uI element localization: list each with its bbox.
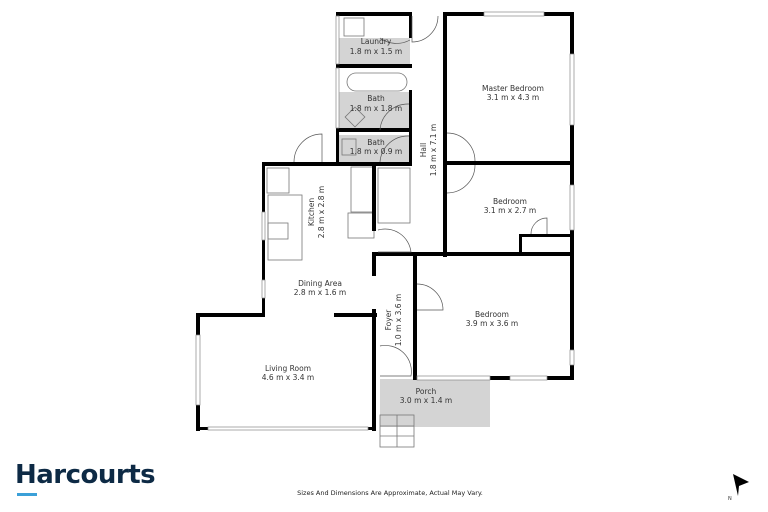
kitchen-label: Kitchen: [307, 198, 316, 226]
stove-icon: [266, 167, 290, 194]
laundry-size: 1.8 m x 1.5 m: [350, 47, 402, 56]
bedroom-size: 3.1 m x 2.7 m: [484, 206, 536, 215]
hall-label: Hall: [419, 143, 428, 157]
bathtub-icon: [346, 72, 408, 92]
foyer-label: Foyer: [384, 309, 393, 331]
laundry-label: Laundry: [361, 37, 392, 46]
walls: [196, 12, 574, 431]
harcourts-logo: Harcourts: [15, 460, 156, 490]
room-labels: Laundry 1.8 m x 1.5 m Bath 1.8 m x 1.8 m…: [262, 37, 544, 405]
windows: [195, 11, 575, 431]
bath-size: 1.8 m x 1.8 m: [350, 104, 402, 113]
master-bedroom-label: Master Bedroom: [482, 84, 544, 93]
bath-size: 1.8 m x 0.9 m: [350, 147, 402, 156]
living-room-label: Living Room: [265, 364, 311, 373]
north-label: N: [728, 496, 732, 502]
bath-label: Bath: [367, 138, 385, 147]
bedroom-label: Bedroom: [493, 197, 527, 206]
dining-label: Dining Area: [298, 279, 342, 288]
hall-size: 1.8 m x 7.1 m: [429, 124, 438, 176]
porch-fill: [380, 379, 490, 427]
toilet-icon: [344, 106, 366, 128]
door-swing: [411, 15, 439, 43]
laundry-tub-icon: [343, 17, 365, 37]
wet-area-fills: [339, 38, 490, 427]
doors: [293, 15, 548, 377]
foyer-size: 1.0 m x 3.6 m: [394, 294, 403, 346]
north-arrow-icon: [733, 474, 749, 496]
kitchen-size: 2.8 m x 2.8 m: [317, 186, 326, 238]
living-room-size: 4.6 m x 3.4 m: [262, 373, 314, 382]
toilet-icon: [341, 138, 357, 156]
master-bedroom-size: 3.1 m x 4.3 m: [487, 93, 539, 102]
kitchen-sink-icon: [267, 222, 289, 240]
bath-label: Bath: [367, 94, 385, 103]
dining-size: 2.8 m x 1.6 m: [294, 288, 346, 297]
porch-label: Porch: [416, 387, 437, 396]
logo-accent-bar: [17, 493, 37, 496]
bedroom-label: Bedroom: [475, 310, 509, 319]
disclaimer-text: Sizes And Dimensions Are Approximate, Ac…: [297, 489, 483, 497]
porch-size: 3.0 m x 1.4 m: [400, 396, 452, 405]
bedroom-size: 3.9 m x 3.6 m: [466, 319, 518, 328]
